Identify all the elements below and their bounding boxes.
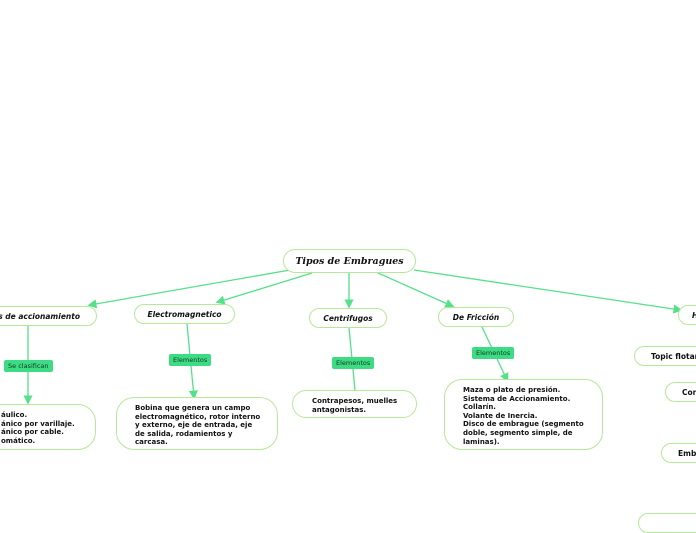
branch-friccion-title: De Fricción [452,312,500,322]
content-friccion-text: Maza o plato de presión. Sistema de Acci… [463,386,584,446]
connector-root-accionamiento [87,269,291,309]
branch-h[interactable]: H [678,305,696,325]
relation-tag-elementos-centrifugos[interactable]: Elementos [332,357,375,369]
content-centrifugos[interactable]: Contrapesos, muelles antagonistas. [292,390,417,418]
relation-tag-elementos-electro[interactable]: Elementos [169,354,212,366]
branch-centrifugos-title: Centrifugos [323,313,373,323]
connector-root-electromagnetico [215,272,313,305]
root-topic-label: Tipos de Embragues [295,255,404,267]
branch-accionamiento-title: as de accionamiento [0,311,80,321]
connector-root-friccion [377,272,455,308]
content-electromagnetico[interactable]: Bobina que genera un campo electromagnét… [116,397,278,450]
branch-accionamiento[interactable]: as de accionamiento [0,306,97,326]
branch-friccion[interactable]: De Fricción [438,307,514,327]
branch-electromagnetico[interactable]: Electromagnetico [134,304,235,324]
relation-tag-se-clasifican[interactable]: Se clasifican [4,360,53,372]
floating-topic[interactable]: Topic flotan [634,346,696,366]
branch-electromagnetico-title: Electromagnetico [147,309,222,319]
right-topic-partial[interactable] [638,513,696,533]
branch-h-title: H [692,311,696,320]
content-friccion[interactable]: Maza o plato de presión. Sistema de Acci… [444,379,603,450]
root-topic[interactable]: Tipos de Embragues [283,249,416,273]
content-electromagnetico-text: Bobina que genera un campo electromagnét… [135,404,261,447]
content-centrifugos-text: Contrapesos, muelles antagonistas. [312,397,398,414]
floating-topic-label: Topic flotan [651,351,696,361]
right-topic-embr-label: Embr [678,448,696,458]
right-topic-embr[interactable]: Embr [661,443,696,463]
right-topic-con-label: Con [682,387,696,397]
content-accionamiento-text: áulico. ánico por varillaje. ánico por c… [1,411,75,445]
relation-tag-elementos-friccion[interactable]: Elementos [472,347,515,359]
right-topic-con[interactable]: Con [665,382,696,402]
connector-root-h [413,269,683,314]
content-accionamiento[interactable]: áulico. ánico por varillaje. ánico por c… [0,404,96,450]
branch-centrifugos[interactable]: Centrifugos [309,308,387,328]
